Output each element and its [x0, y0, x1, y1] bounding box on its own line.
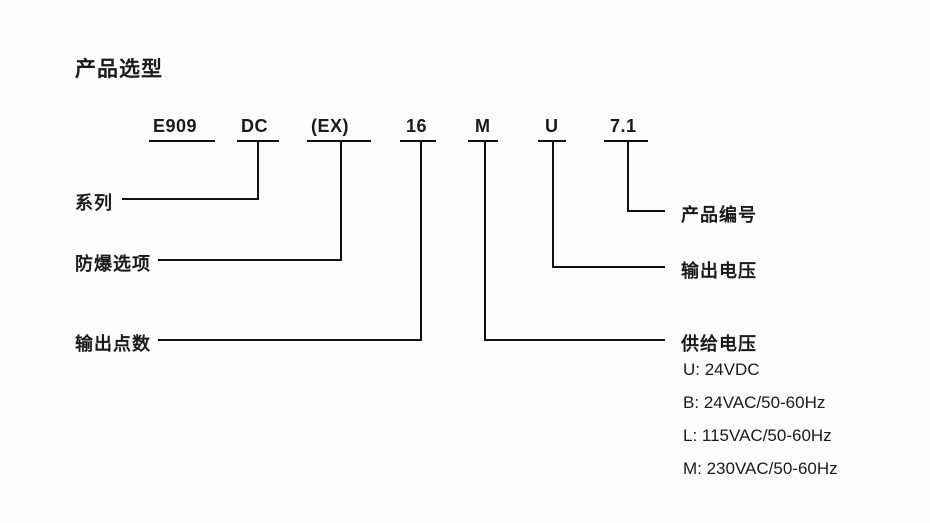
code-segment-dc: DC [241, 116, 268, 136]
label-output-voltage: 输出电压 [681, 261, 757, 281]
connector-horizontal-output-voltage [552, 266, 665, 268]
supply-voltage-option-u: U: 24VDC [683, 360, 760, 379]
connector-horizontal-product-number [627, 210, 665, 212]
code-segment-series: E909 [153, 116, 198, 136]
page-title: 产品选型 [75, 58, 163, 81]
connector-vertical-series [257, 140, 259, 200]
code-segment-points: 16 [406, 116, 428, 136]
code-segment-product-number: 7.1 [610, 116, 637, 136]
connector-vertical-output-voltage [552, 140, 554, 268]
connector-vertical-supply-voltage [484, 140, 486, 341]
code-segment-supply-voltage: M [475, 116, 491, 136]
connector-vertical-ex [340, 140, 342, 261]
connector-vertical-product-number [627, 140, 629, 212]
connector-horizontal-series [122, 198, 259, 200]
label-supply-voltage: 供给电压 [681, 334, 757, 354]
label-series: 系列 [75, 193, 113, 213]
supply-voltage-option-b: B: 24VAC/50-60Hz [683, 393, 826, 412]
label-product-number: 产品编号 [681, 205, 757, 225]
supply-voltage-option-l: L: 115VAC/50-60Hz [683, 426, 832, 445]
label-explosion-proof-option: 防爆选项 [75, 254, 151, 274]
underline-points [400, 140, 436, 142]
underline-supply-voltage [468, 140, 498, 142]
underline-ex [307, 140, 371, 142]
connector-horizontal-points [158, 339, 422, 341]
label-output-points: 输出点数 [75, 334, 151, 354]
code-segment-output-voltage: U [545, 116, 559, 136]
supply-voltage-option-m: M: 230VAC/50-60Hz [683, 459, 838, 478]
connector-horizontal-supply-voltage [484, 339, 665, 341]
connector-vertical-points [420, 140, 422, 341]
underline-series [149, 140, 215, 142]
code-segment-ex: (EX) [311, 116, 349, 136]
underline-product-number [604, 140, 648, 142]
connector-horizontal-ex [158, 259, 342, 261]
